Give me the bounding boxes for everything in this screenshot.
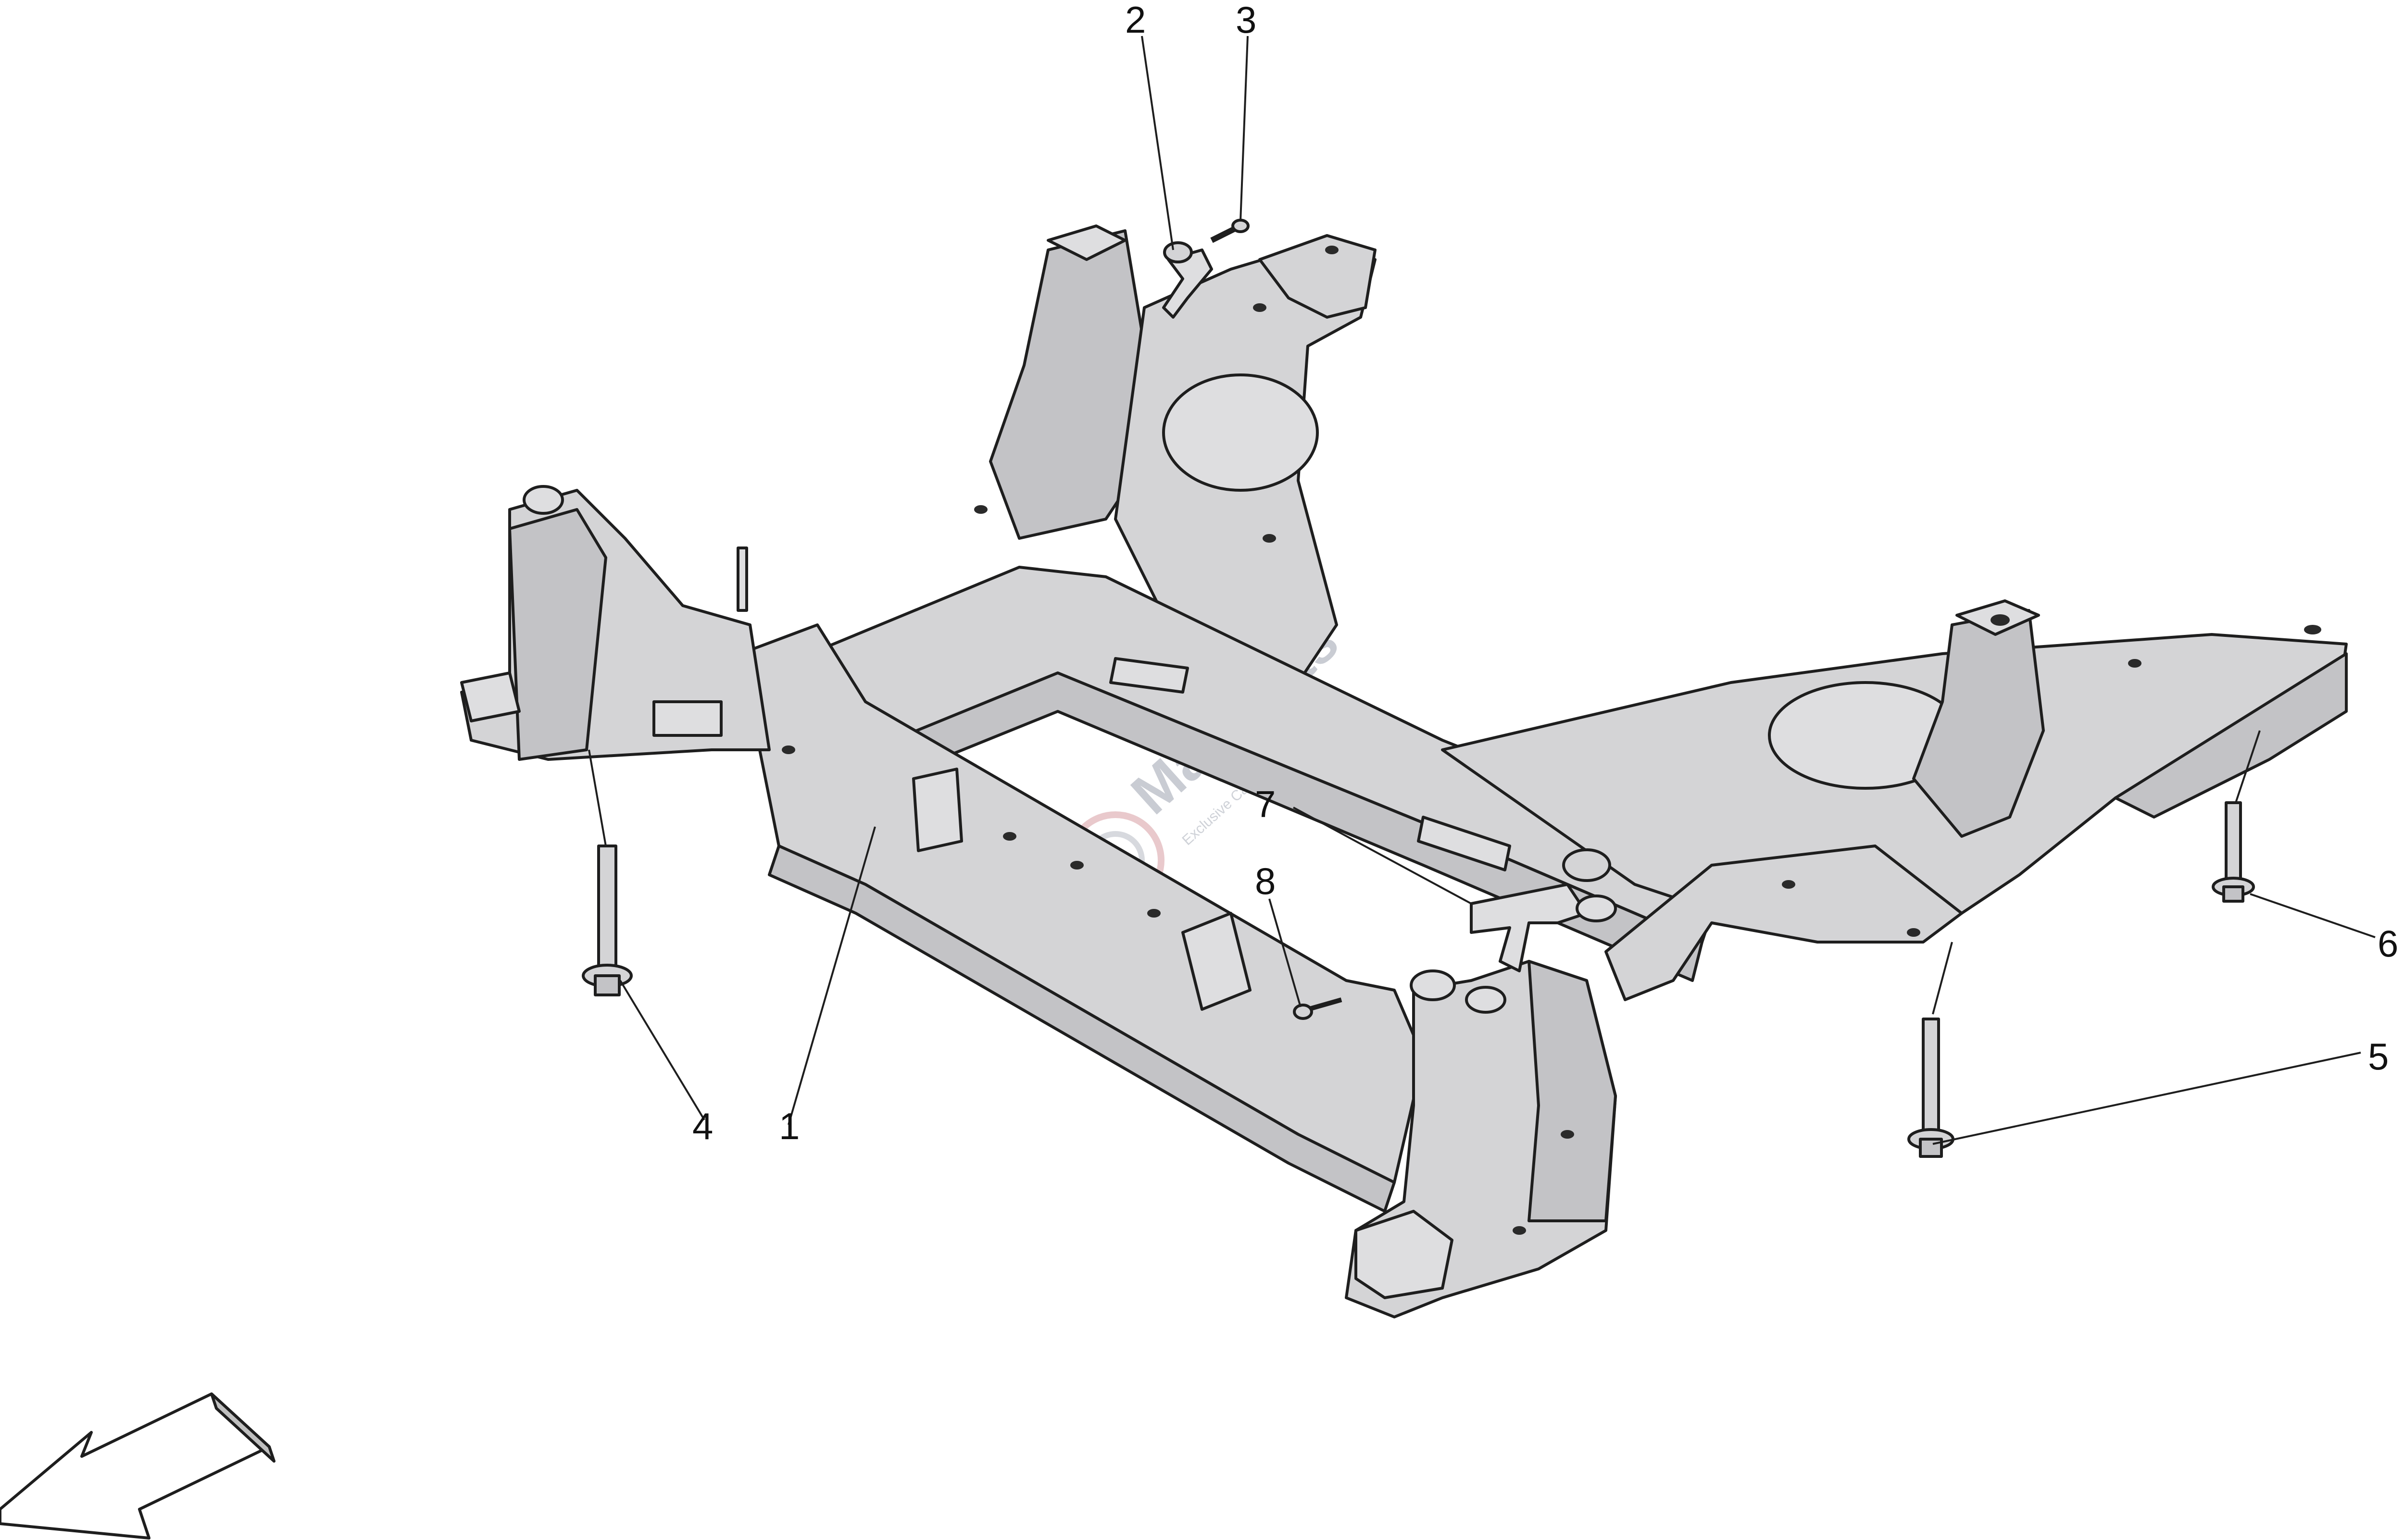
callout-labels: 1 2 3 4 5 6 7 8 (692, 0, 2398, 1147)
left-side-member-underside (768, 845, 1396, 1213)
top-right-bracket-hole (1325, 246, 1339, 254)
part-4-bolt (582, 845, 633, 996)
callout-2: 2 (1125, 0, 1146, 41)
left-rear-mount-face (508, 508, 607, 761)
left-member-sleeve (912, 768, 963, 852)
left-rear-mount (460, 489, 771, 761)
leader-8 (1268, 898, 1302, 1007)
rear-right-cutout (1162, 373, 1319, 492)
front-left-tower-face (1528, 960, 1617, 1222)
leader-4 (619, 980, 705, 1121)
right-front-node (1604, 845, 1963, 1001)
callout-3: 3 (1236, 0, 1256, 41)
rear-right-tower (989, 229, 1165, 540)
part-6-bolt (2212, 801, 2255, 903)
leader-4b (588, 749, 607, 846)
direction-arrow-icon (0, 1392, 275, 1540)
leader-2 (1141, 36, 1174, 250)
left-rear-stud (737, 546, 748, 612)
part-3-bolt (1210, 219, 1250, 243)
callout-4: 4 (692, 1105, 713, 1147)
front-left-bushing-b (1465, 986, 1506, 1014)
leader-6b (2235, 730, 2261, 803)
leader-7 (1293, 807, 1472, 905)
part-2-bracket (1162, 241, 1213, 319)
callout-8: 8 (1255, 860, 1276, 902)
top-right-bracket (1258, 234, 1377, 319)
part-5-bolt (1907, 1018, 1954, 1158)
left-rear-bracket (460, 671, 521, 722)
leader-1 (788, 826, 876, 1125)
right-plate-side (2114, 652, 2348, 819)
front-subframe (460, 224, 2348, 1318)
left-rear-mount-plate (652, 700, 723, 737)
left-rear-bushing (523, 485, 564, 515)
mounting-holes (782, 303, 2141, 1235)
leader-5 (1932, 1052, 2361, 1145)
right-tower-hole (1991, 614, 2010, 626)
front-left-bushing-a (1410, 969, 1456, 1001)
left-member-sleeve-2 (1181, 912, 1252, 1011)
leader-6 (2250, 893, 2376, 938)
rear-right-tower-top (1047, 224, 1127, 261)
part-7-bracket (1470, 848, 1617, 972)
front-left-bracket (1354, 1210, 1453, 1299)
callout-6: 6 (2378, 922, 2398, 965)
callout-1: 1 (779, 1105, 800, 1147)
part-8-screw (1293, 997, 1342, 1020)
mesh-pad-left (1109, 657, 1189, 694)
right-plate-hole (2304, 625, 2321, 634)
leader-5b (1932, 942, 1953, 1015)
leader-lines (588, 36, 2376, 1145)
leader-3 (1240, 36, 1249, 222)
right-tower (1912, 609, 2045, 838)
callout-5: 5 (2368, 1035, 2389, 1078)
callout-7: 7 (1255, 783, 1276, 825)
mesh-pad-right (1417, 816, 1511, 871)
